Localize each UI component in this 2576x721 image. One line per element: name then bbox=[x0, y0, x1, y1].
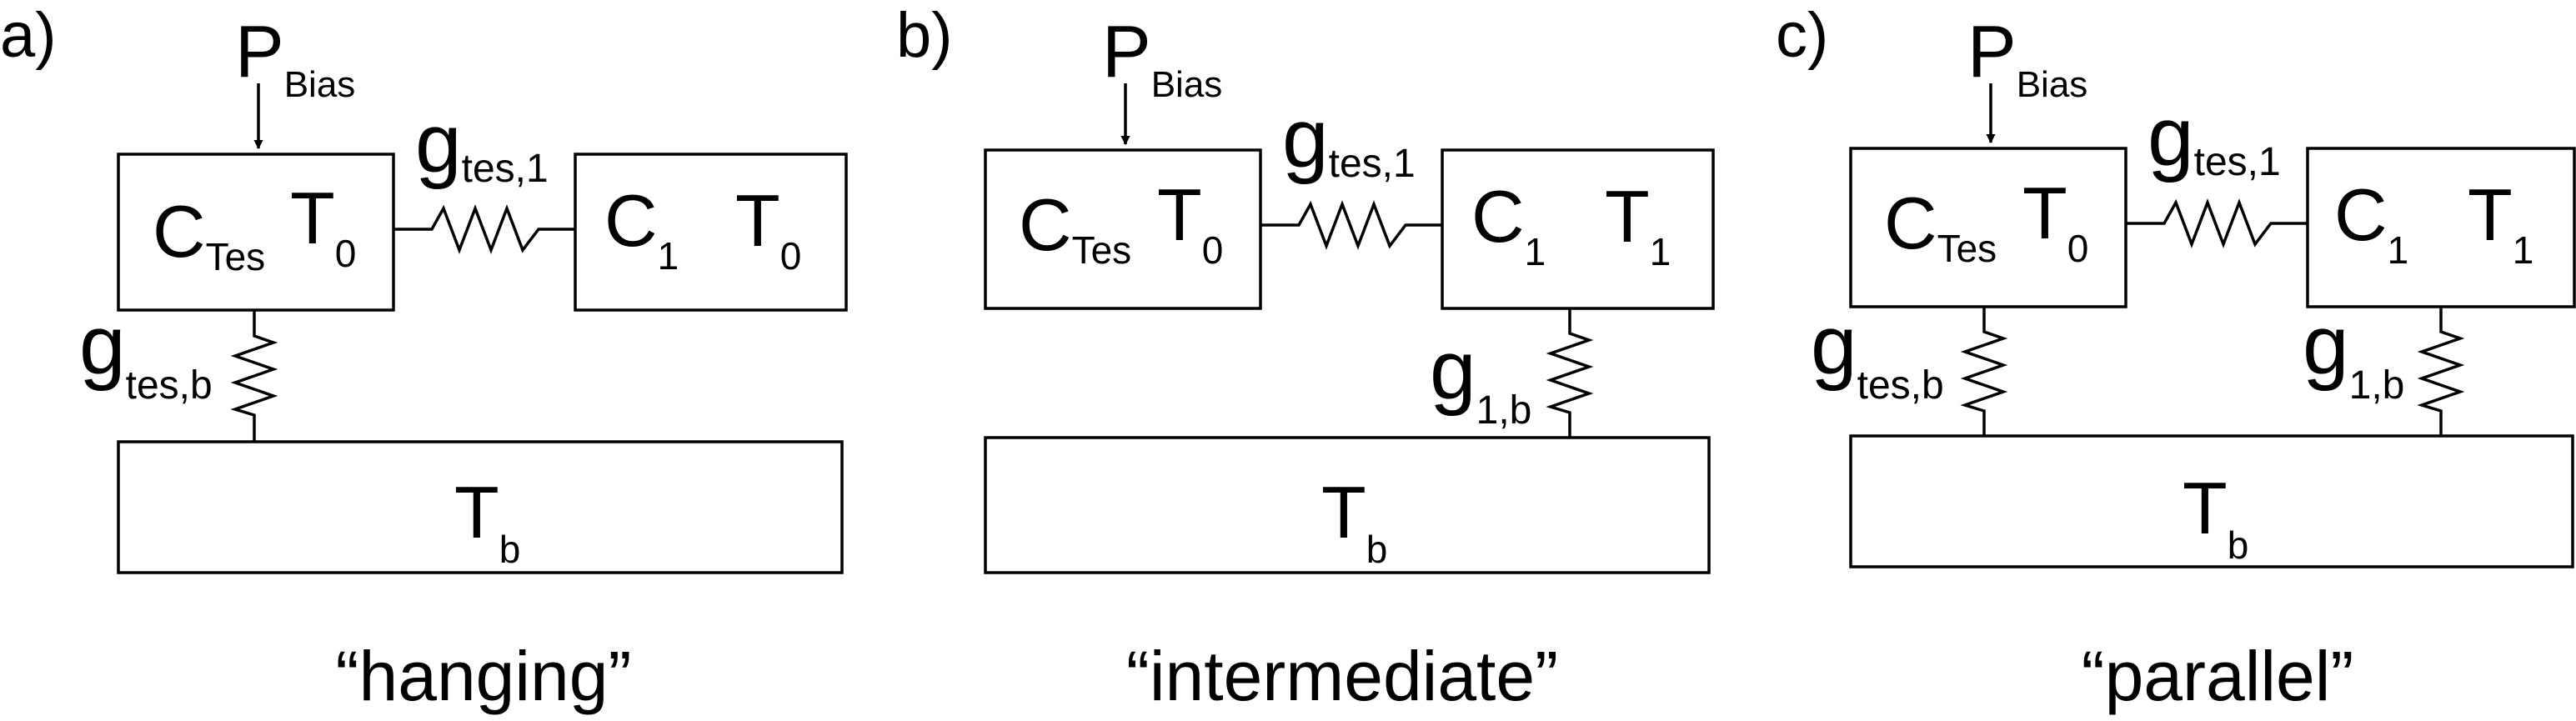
tes-box bbox=[984, 148, 1262, 310]
p-bias-label: PBias bbox=[1967, 10, 2087, 105]
tes-heat-capacity: CTes bbox=[153, 190, 265, 278]
panel-intermediate: b) PBias CTes T0 C1 T1 gtes,1 g1,b Tb bbox=[896, 0, 1715, 715]
link-resistor bbox=[393, 204, 575, 254]
panel-label: c) bbox=[1776, 0, 1828, 71]
g-1-b-label: g1,b bbox=[2303, 298, 2404, 408]
tes-temperature: T0 bbox=[290, 177, 356, 275]
panel-label: b) bbox=[896, 0, 953, 71]
bath-box bbox=[984, 436, 1711, 574]
bath-temperature: Tb bbox=[2183, 467, 2248, 567]
absorber-temperature: T1 bbox=[1605, 175, 1671, 273]
p-bias-label: PBias bbox=[235, 10, 355, 105]
tes-box bbox=[1849, 147, 2127, 308]
g-1-b-label: g1,b bbox=[1430, 323, 1531, 433]
link-resistor bbox=[2126, 198, 2308, 248]
bath-temperature: Tb bbox=[1321, 471, 1387, 571]
absorber-box bbox=[1441, 148, 1715, 310]
absorber-heat-capacity: C1 bbox=[1471, 175, 1546, 273]
bath-box bbox=[1849, 434, 2574, 568]
caption: “parallel” bbox=[2082, 637, 2354, 715]
tes-temperature: T0 bbox=[2022, 172, 2088, 270]
absorber-temperature: T0 bbox=[735, 179, 801, 278]
tes-bath-resistor bbox=[230, 310, 278, 442]
tes-temperature: T0 bbox=[1157, 173, 1223, 272]
absorber-bath-resistor bbox=[2417, 307, 2465, 436]
caption: “intermediate” bbox=[1126, 637, 1558, 715]
bath-box bbox=[117, 440, 844, 574]
g-tes-b-label: gtes,b bbox=[1811, 298, 1944, 408]
tes-heat-capacity: CTes bbox=[1884, 182, 1997, 270]
caption: “hanging” bbox=[336, 637, 632, 715]
tes-bath-resistor bbox=[1960, 307, 2008, 436]
panel-parallel: c) PBias CTes T0 C1 T1 gtes,1 gtes,b g1,… bbox=[1776, 0, 2576, 715]
g-link-label: gtes,1 bbox=[415, 97, 549, 191]
g-link-label: gtes,1 bbox=[1282, 92, 1416, 186]
g-tes-b-label: gtes,b bbox=[79, 298, 213, 408]
absorber-temperature: T1 bbox=[2468, 173, 2533, 272]
absorber-bath-resistor bbox=[1546, 308, 1594, 438]
g-link-label: gtes,1 bbox=[2148, 90, 2281, 184]
panel-label: a) bbox=[0, 0, 57, 71]
p-bias-label: PBias bbox=[1102, 10, 1222, 105]
absorber-heat-capacity: C1 bbox=[604, 179, 679, 278]
absorber-box bbox=[574, 153, 848, 312]
link-resistor bbox=[1260, 200, 1442, 250]
tes-box bbox=[117, 153, 395, 312]
bath-temperature: Tb bbox=[454, 471, 520, 571]
absorber-heat-capacity: C1 bbox=[2334, 173, 2408, 272]
tes-heat-capacity: CTes bbox=[1019, 183, 1131, 272]
panel-hanging: a) PBias CTes T0 C1 T0 gtes,1 gtes,b bbox=[0, 0, 848, 715]
